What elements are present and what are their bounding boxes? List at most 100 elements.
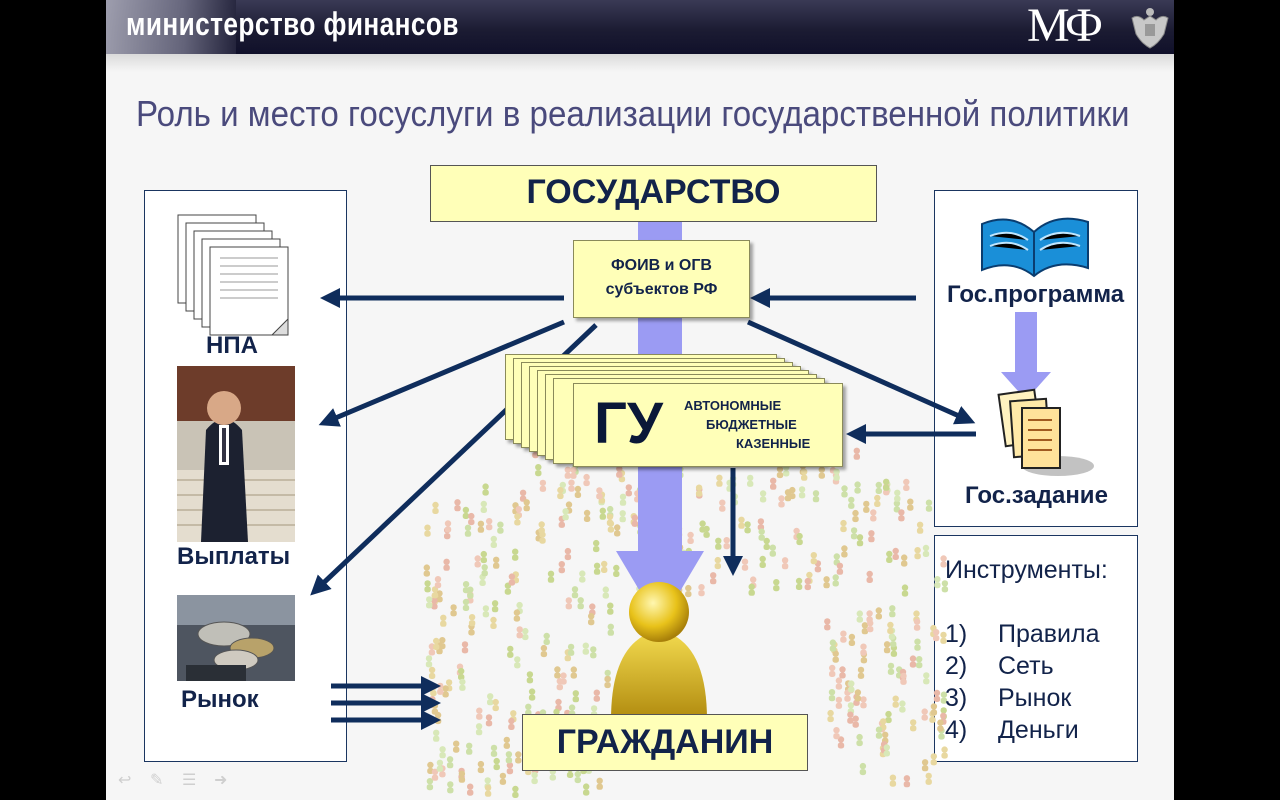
- crowd-figure: [464, 524, 472, 537]
- crowd-figure: [468, 512, 475, 526]
- crowd-figure: [606, 513, 614, 526]
- crowd-figure: [883, 744, 890, 757]
- crowd-figure: [934, 576, 941, 589]
- crowd-figure: [804, 577, 811, 591]
- crowd-figure: [716, 474, 723, 487]
- prev-slide-icon[interactable]: ↩: [118, 772, 132, 789]
- crowd-figure: [833, 553, 840, 566]
- gu-label: ГУ: [594, 391, 663, 456]
- crowd-figure: [789, 486, 796, 500]
- crowd-figure: [583, 509, 591, 522]
- crowd-figure: [547, 570, 555, 583]
- crowd-figure: [467, 783, 474, 796]
- crowd-figure: [769, 544, 776, 557]
- crowd-figure: [810, 552, 817, 565]
- crowd-figure: [685, 584, 692, 598]
- coat-of-arms-icon: [1131, 8, 1169, 49]
- crowd-figure: [827, 709, 834, 723]
- crowd-figure: [839, 666, 846, 679]
- crowd-figure: [631, 514, 639, 527]
- crowd-figure: [770, 477, 777, 490]
- crowd-figure: [616, 465, 623, 478]
- crowd-figure: [596, 487, 603, 500]
- crowd-figure: [853, 447, 860, 460]
- crowd-figure: [444, 520, 452, 533]
- menu-icon[interactable]: ☰: [182, 772, 197, 789]
- crowd-figure: [916, 521, 924, 534]
- crowd-figure: [619, 510, 626, 523]
- crowd-figure: [914, 638, 921, 651]
- crowd-figure: [818, 466, 825, 479]
- crowd-figure: [921, 759, 929, 772]
- program-to-task-arrow: [1001, 312, 1051, 400]
- crowd-figure: [526, 671, 534, 684]
- crowd-figure: [903, 478, 910, 491]
- crowd-figure: [773, 579, 780, 592]
- crowd-figure: [439, 746, 446, 759]
- crowd-figure: [875, 481, 882, 494]
- foiv-box: ФОИВ и ОГВ субъектов РФ: [573, 240, 750, 318]
- crowd-figure: [861, 622, 869, 635]
- next-slide-icon[interactable]: ➜: [214, 772, 228, 789]
- slide-title: Роль и место госуслуги в реализации госу…: [136, 93, 1130, 134]
- crowd-figure: [480, 500, 487, 513]
- crowd-figure: [490, 535, 497, 548]
- crowd-figure: [540, 644, 548, 658]
- crowd-figure: [910, 719, 917, 732]
- crowd-figure: [901, 584, 909, 597]
- tools-item-num: 1): [945, 620, 968, 648]
- crowd-figure: [741, 558, 749, 571]
- crowd-figure: [829, 664, 836, 677]
- crowd-figure: [841, 485, 848, 498]
- crowd-figure: [710, 572, 717, 585]
- crowd-figure: [604, 675, 611, 689]
- citizen-box: ГРАЖДАНИН: [522, 714, 808, 771]
- crowd-figure: [570, 666, 577, 679]
- crowd-figure: [506, 762, 514, 775]
- crowd-figure: [593, 562, 601, 575]
- crowd-figure: [940, 691, 948, 704]
- crowd-figure: [593, 539, 600, 553]
- crowd-figure: [480, 550, 487, 564]
- crowd-figure: [490, 744, 498, 757]
- crowd-figure: [886, 550, 893, 563]
- pen-icon[interactable]: ✎: [150, 772, 164, 789]
- crowd-figure: [505, 751, 513, 764]
- crowd-figure: [468, 614, 476, 627]
- crowd-figure: [443, 558, 450, 571]
- crowd-figure: [562, 508, 569, 521]
- crowd-figure: [432, 501, 439, 514]
- crowd-figure: [555, 698, 562, 711]
- crowd-figure: [508, 573, 516, 586]
- crowd-figure: [461, 641, 469, 654]
- crowd-figure: [882, 731, 889, 744]
- crowd-figure: [889, 605, 896, 618]
- crowd-figure: [795, 577, 803, 590]
- crowd-figure: [492, 698, 499, 712]
- market-label: Рынок: [181, 686, 259, 713]
- crowd-figure: [539, 479, 547, 492]
- crowd-figure: [588, 613, 595, 626]
- slide: министерство финансов МФ Роль и место го…: [106, 0, 1174, 800]
- crowd-figure: [885, 710, 892, 724]
- crowd-figure: [833, 727, 840, 740]
- crowd-figure: [426, 596, 433, 609]
- crowd-figure: [431, 597, 438, 610]
- crowd-figure: [719, 499, 726, 512]
- crowd-figure: [859, 762, 867, 776]
- crowd-figures: [423, 424, 949, 798]
- state-box: ГОСУДАРСТВО: [430, 165, 877, 222]
- crowd-figure: [860, 696, 867, 709]
- crowd-figure: [829, 639, 837, 652]
- tools-item-num: 3): [945, 684, 968, 712]
- crowd-figure: [848, 633, 856, 646]
- header-building-photo: [106, 0, 236, 54]
- crowd-figure: [466, 742, 473, 755]
- crowd-figure: [854, 481, 861, 494]
- crowd-figure: [856, 733, 863, 747]
- crowd-figure: [565, 597, 572, 610]
- crowd-figure: [866, 570, 873, 583]
- crowd-figure: [426, 778, 434, 791]
- connector-arrows: [310, 288, 976, 730]
- citizen-label: ГРАЖДАНИН: [556, 723, 774, 761]
